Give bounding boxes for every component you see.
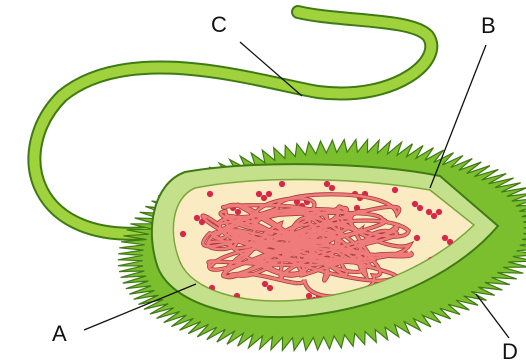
ribosome-dot bbox=[431, 213, 437, 219]
label-a: A bbox=[52, 321, 67, 346]
ribosome-dot bbox=[392, 187, 398, 193]
ribosome-dot bbox=[266, 191, 272, 197]
leader-line-d bbox=[476, 294, 509, 338]
ribosome-dot bbox=[267, 285, 273, 291]
ribosome-dot bbox=[256, 191, 262, 197]
label-d: D bbox=[502, 339, 518, 362]
ribosome-dot bbox=[414, 235, 420, 241]
ribosome-dot bbox=[412, 201, 418, 207]
ribosome-dot bbox=[417, 205, 423, 211]
ribosome-dot bbox=[442, 235, 448, 241]
ribosome-dot bbox=[180, 231, 186, 237]
ribosome-dot bbox=[306, 293, 312, 299]
ribosome-dot bbox=[262, 281, 268, 287]
ribosome-dot bbox=[207, 191, 213, 197]
ribosome-dot bbox=[329, 185, 335, 191]
ribosome-dot bbox=[426, 209, 432, 215]
ribosome-dot bbox=[235, 209, 241, 215]
ribosome-dot bbox=[261, 195, 267, 201]
ribosome-dot bbox=[436, 209, 442, 215]
ribosome-dot bbox=[324, 181, 330, 187]
label-b: B bbox=[481, 13, 496, 38]
ribosome-dot bbox=[194, 215, 200, 221]
label-c: C bbox=[211, 12, 227, 37]
ribosome-dot bbox=[279, 181, 285, 187]
